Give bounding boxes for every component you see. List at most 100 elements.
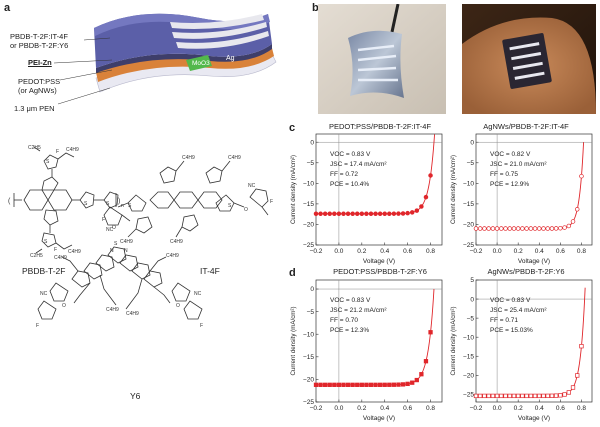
x-tick-label: 0.2: [514, 248, 523, 255]
data-point: [566, 390, 571, 395]
moox-label: MoO3: [192, 60, 210, 67]
y-tick-label: 0: [470, 139, 474, 146]
polymer-bracket: (: [8, 198, 11, 205]
molecule-label-it4f: IT-4F: [200, 266, 220, 276]
chart-title: PEDOT:PSS/PBDB-T-2F:IT-4F: [328, 122, 432, 131]
chart-title: AgNWs/PBDB-T-2F:Y6: [487, 267, 565, 276]
data-point: [332, 382, 337, 387]
x-axis-label: Voltage (V): [518, 415, 550, 422]
x-tick-label: −0.2: [310, 248, 323, 255]
data-point: [558, 225, 563, 231]
x-tick-label: 0.2: [357, 248, 366, 255]
data-point: [336, 211, 342, 217]
ag-label: Ag: [226, 55, 235, 62]
data-point: [313, 382, 319, 387]
data-point: [507, 393, 512, 399]
data-point: [419, 204, 424, 209]
data-point: [520, 226, 525, 231]
data-point: [410, 380, 415, 385]
y-tick-label: −15: [463, 201, 474, 208]
chain-label: C4H9: [166, 253, 179, 259]
x-tick-label: 0.0: [493, 405, 502, 412]
panel-label-d: d: [289, 267, 296, 279]
stat-label: VOC = 0.83 V: [490, 297, 531, 304]
data-point: [515, 226, 521, 231]
data-point: [350, 382, 355, 387]
data-point: [409, 210, 415, 215]
x-tick-label: 0.4: [380, 248, 389, 255]
plot-frame: [315, 133, 443, 246]
data-point: [532, 393, 538, 399]
data-point: [414, 377, 419, 383]
data-point: [532, 226, 538, 231]
data-point: [359, 211, 365, 217]
data-point: [494, 393, 500, 399]
data-point: [553, 226, 559, 231]
chain-label: C4H9: [228, 155, 241, 161]
data-point: [473, 393, 479, 399]
pbdb-t-2f-structure: [13, 146, 119, 254]
chain-label: C2H5: [28, 145, 41, 151]
data-point: [323, 382, 328, 387]
x-tick-label: −0.2: [310, 405, 323, 412]
fluorine-label: F: [200, 323, 203, 329]
data-point: [345, 211, 351, 217]
active-layer-alt-label: or PBDB-T-2F:Y6: [10, 41, 69, 50]
data-point: [570, 385, 576, 390]
data-point: [511, 226, 517, 231]
pei-zn-layer: [96, 44, 272, 73]
stat-label: PCE = 15.03%: [490, 327, 533, 334]
data-point: [396, 211, 401, 216]
fluorine-label: F: [270, 199, 273, 205]
panel-label-c: c: [289, 122, 296, 134]
data-point: [318, 211, 323, 217]
data-point: [503, 393, 508, 399]
x-axis-label: Voltage (V): [363, 258, 395, 265]
data-point: [482, 226, 487, 231]
x-tick-label: 0.2: [357, 405, 366, 412]
data-point: [318, 382, 323, 387]
data-point: [419, 372, 424, 377]
data-point: [341, 211, 346, 217]
y-tick-label: −20: [463, 222, 474, 229]
data-point: [423, 194, 429, 200]
data-point: [562, 225, 567, 230]
data-point: [377, 382, 383, 387]
sulfur-label: S: [46, 159, 50, 165]
fluorine-label: F: [54, 247, 57, 253]
x-tick-label: 0.6: [556, 405, 565, 412]
data-point: [503, 226, 508, 231]
it-4f-structure: [103, 160, 269, 238]
sulfur-label: S: [228, 203, 232, 209]
chain-label: C2H5: [30, 253, 43, 259]
x-tick-label: −0.2: [470, 405, 483, 412]
data-point: [322, 211, 328, 217]
y-tick-label: −5: [467, 160, 475, 167]
oxygen-label: O: [62, 303, 66, 309]
data-point: [332, 211, 337, 217]
data-point: [516, 393, 521, 399]
fluorine-label: F: [36, 323, 39, 329]
stat-label: PCE = 12.9%: [490, 181, 529, 188]
panel-label-b: b: [312, 2, 319, 14]
data-point: [482, 393, 487, 399]
data-point: [511, 393, 517, 399]
data-point: [423, 359, 429, 364]
data-point: [387, 382, 392, 387]
plot-frame: [475, 279, 593, 403]
chain-label: C4H9: [170, 239, 183, 245]
ag-stripe: [172, 22, 267, 39]
x-tick-label: 0.8: [426, 405, 435, 412]
y-axis-label: Current density (mA/cm²): [290, 306, 297, 375]
data-point: [528, 226, 534, 231]
x-tick-label: −0.2: [470, 248, 483, 255]
data-point: [499, 226, 504, 231]
data-point: [549, 226, 555, 231]
y-tick-label: −20: [463, 373, 474, 380]
sulfur-label: S: [44, 239, 48, 245]
data-point: [524, 226, 529, 231]
x-tick-label: 0.0: [493, 248, 502, 255]
stat-label: FF = 0.70: [330, 317, 358, 324]
plot-frame: [315, 279, 443, 403]
